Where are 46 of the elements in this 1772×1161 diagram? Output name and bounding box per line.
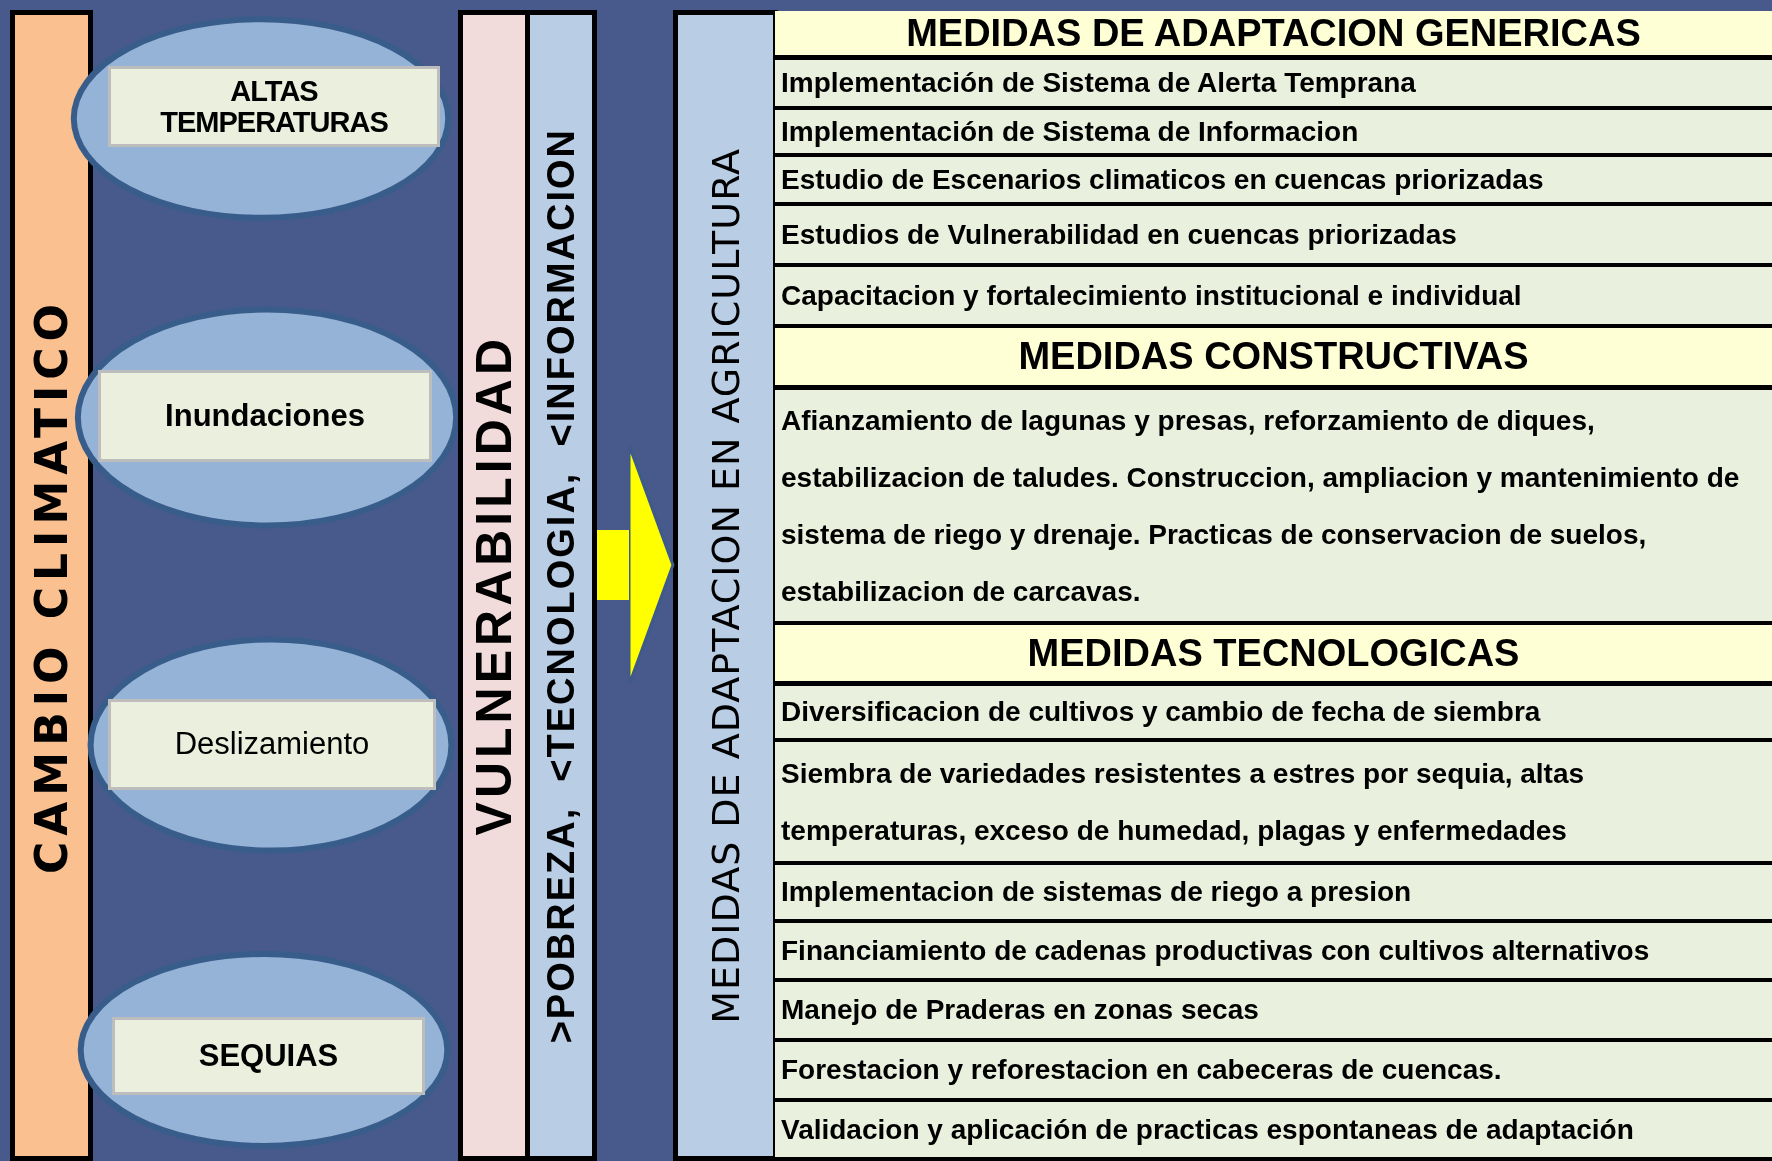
hazard-ellipse — [75, 950, 453, 1150]
vertical-title: >POBREZA, <TECNOLOGIA, <INFORMACION — [539, 127, 583, 1044]
table-row — [775, 686, 1772, 742]
table-row — [775, 1102, 1772, 1161]
vertical-title: CAMBIO CLIMATICO — [26, 297, 77, 874]
measure-text: Implementacion de sistemas de riego a presion — [781, 876, 1412, 908]
section-heading: MEDIDAS TECNOLOGICAS — [1027, 631, 1520, 675]
measure-text: Siembra de variedades resistentes a estres por sequia, altas temperaturas, exceso de humedad, plagas y enfermedades — [781, 756, 1586, 848]
vertical-band — [673, 10, 778, 1161]
measure-text: Implementación de Sistema de Informacion — [781, 115, 1359, 148]
hazard-ellipse — [68, 15, 454, 222]
measure-text: Estudio de Escenarios climaticos en cuencas priorizadas — [781, 163, 1544, 196]
block-arrow — [597, 443, 675, 687]
hazard-ellipse — [85, 635, 457, 855]
table-row — [775, 390, 1772, 625]
hazard-label: ALTAS TEMPERATURAS — [159, 76, 389, 137]
table-header-row — [775, 625, 1772, 686]
vertical-title: VULNERABILIDAD — [465, 335, 523, 836]
table-row — [775, 923, 1772, 982]
section-heading: MEDIDAS DE ADAPTACION GENERICAS — [906, 11, 1641, 55]
section-heading: MEDIDAS CONSTRUCTIVAS — [1018, 335, 1529, 378]
measure-text: Implementación de Sistema de Alerta Temprana — [781, 67, 1416, 99]
vertical-title: MEDIDAS DE ADAPTACION EN AGRICULTURA — [703, 147, 748, 1024]
measure-text: Afianzamiento de lagunas y presas, reforzamiento de diques, estabilizacion de taludes. Construccion, ampliacion y mantenimiento de sistema de riego y drenaje. Practicas de conservacion de suelos, estabilizacion de carcavas. — [781, 403, 1741, 609]
table-row — [775, 865, 1772, 923]
table-row — [775, 206, 1772, 267]
measure-text: Forestacion y reforestacion en cabeceras de cuencas. — [781, 1054, 1502, 1086]
table-header-row — [775, 11, 1772, 60]
hazard-label: Deslizamiento — [174, 728, 370, 761]
table-row — [775, 742, 1772, 865]
table-row — [775, 1042, 1772, 1102]
table-header-row — [775, 328, 1772, 390]
hazard-label: SEQUIAS — [198, 1039, 339, 1073]
table-row — [775, 60, 1772, 110]
measure-text: Financiamiento de cadenas productivas con cultivos alternativos — [781, 934, 1650, 967]
table-row — [775, 110, 1772, 157]
measure-text: Estudios de Vulnerabilidad en cuencas priorizadas — [781, 218, 1457, 251]
vertical-band — [10, 10, 93, 1161]
hazard-label: Inundaciones — [165, 399, 365, 433]
measure-text: Capacitacion y fortalecimiento institucional e individual — [781, 279, 1522, 312]
measure-text: Manejo de Praderas en zonas secas — [781, 994, 1259, 1026]
measure-text: Diversificacion de cultivos y cambio de fecha de siembra — [781, 696, 1541, 728]
measure-text: Validacion y aplicación de practicas espontaneas de adaptación — [781, 1113, 1634, 1146]
table-row — [775, 157, 1772, 206]
table-row — [775, 267, 1772, 328]
table-row — [775, 982, 1772, 1042]
